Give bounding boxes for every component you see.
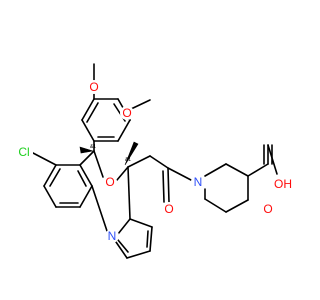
- methoxy-oxygen-top-label: O: [89, 80, 98, 94]
- bond-32: [126, 250, 151, 259]
- bond-18: [43, 185, 57, 208]
- stereo-wedge-c4: [124, 141, 139, 166]
- chlorine-label: Cl: [18, 145, 29, 159]
- bond-layer: [32, 63, 278, 259]
- bond-36: [127, 155, 151, 168]
- bond-22: [49, 168, 61, 187]
- methoxy-oxygen-side-label: O: [122, 106, 131, 120]
- bond-24: [77, 170, 87, 187]
- acid-hydroxyl-label: OH: [274, 177, 292, 191]
- bond-37: [149, 155, 169, 169]
- bond-14: [79, 150, 95, 166]
- bond-44: [225, 199, 249, 213]
- atom-label-layer: O O O O O OH Cl N: [15, 80, 292, 243]
- bond-39: [162, 170, 165, 203]
- piperidine-nitrogen: N: [191, 175, 205, 189]
- carbonyl-oxygen-label: O: [164, 202, 173, 216]
- bond-1: [81, 98, 95, 121]
- bond-15: [93, 150, 104, 178]
- bond-30: [129, 218, 153, 228]
- ring-oxygen-label: O: [105, 175, 114, 189]
- acid-carbonyl-oxygen-label: O: [263, 202, 272, 216]
- bond-31: [149, 226, 153, 252]
- bond-35: [117, 239, 129, 253]
- methoxy-oxygen-side: O: [120, 106, 134, 120]
- bond-33: [115, 241, 128, 259]
- carbonyl-oxygen: O: [162, 202, 176, 216]
- bond-0: [81, 119, 95, 142]
- bond-17: [43, 164, 57, 187]
- bond-41: [204, 163, 227, 177]
- stereo-label-c6: &1: [90, 144, 96, 150]
- bond-26: [91, 185, 108, 232]
- wedge-bond-layer: [79, 141, 139, 166]
- pyrrole-nitrogen: N: [105, 229, 119, 243]
- bond-47: [247, 163, 269, 177]
- acid-carbonyl-oxygen: O: [261, 202, 275, 216]
- bond-29: [127, 166, 131, 220]
- acid-hydroxyl: OH: [273, 177, 292, 191]
- bond-34: [146, 230, 149, 248]
- stereo-label-c4: &1: [125, 157, 131, 163]
- pyrrole-nitrogen-label: N: [108, 229, 117, 243]
- chlorine-atom: Cl: [15, 145, 33, 159]
- bond-38: [167, 167, 170, 203]
- bond-12: [130, 99, 151, 110]
- bond-40: [167, 167, 192, 181]
- bond-21: [79, 164, 93, 187]
- bond-20: [79, 185, 93, 208]
- bond-25: [32, 152, 57, 166]
- stereo-wedge-c6: [79, 146, 94, 154]
- ring-oxygen: O: [103, 175, 117, 189]
- methoxy-oxygen-top: O: [87, 80, 101, 94]
- bond-27: [116, 166, 129, 181]
- bond-42: [225, 163, 249, 177]
- molecule-structure: O O O O O OH Cl N: [15, 63, 292, 259]
- piperidine-nitrogen-label: N: [194, 175, 203, 189]
- bond-28: [117, 218, 131, 235]
- bond-4: [117, 119, 131, 142]
- bond-6: [86, 102, 99, 123]
- bond-45: [204, 198, 227, 213]
